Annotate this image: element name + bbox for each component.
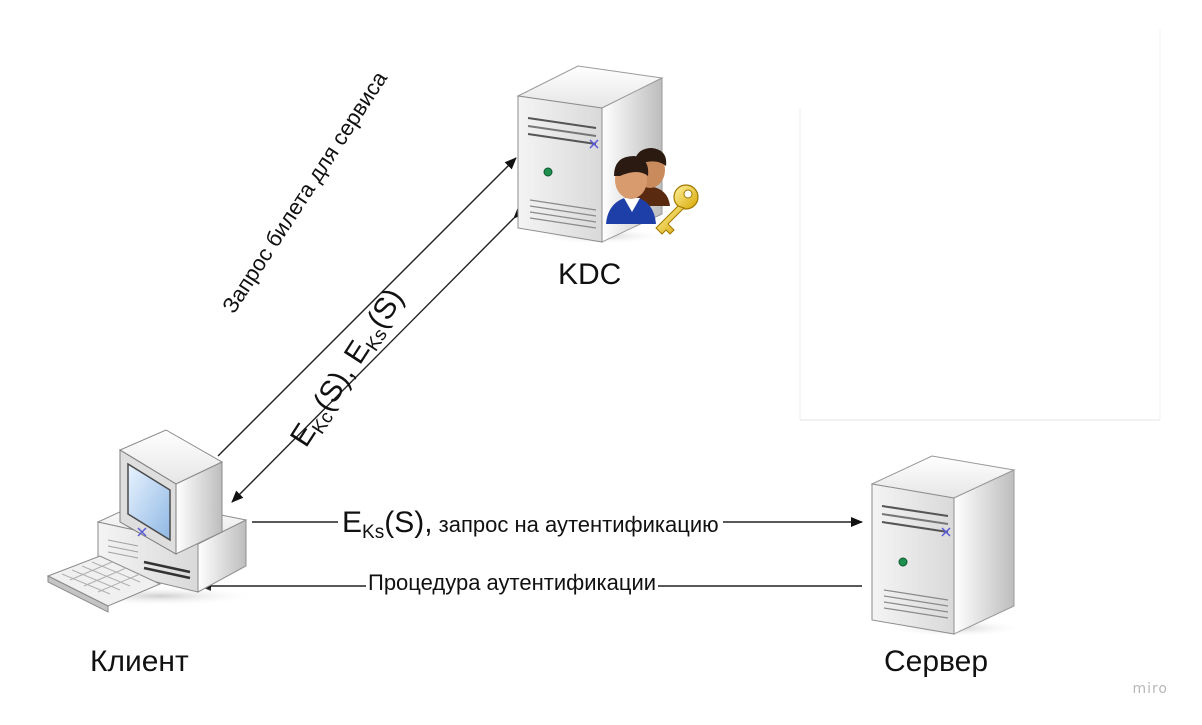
- service-request-label: EKs(S), запрос на аутентификацию: [338, 508, 723, 542]
- service-request-e: E: [342, 506, 363, 539]
- kdc-label: KDC: [558, 258, 622, 291]
- service-request-text: запрос на аутентификацию: [432, 512, 719, 537]
- server-tower-icon: [870, 455, 1025, 637]
- server-label: Сервер: [884, 645, 989, 678]
- arrow-ticket-reply: [231, 206, 526, 503]
- client-computer-icon: [46, 429, 260, 613]
- service-request-e-arg: (S),: [384, 506, 433, 539]
- background-frame: [799, 30, 1161, 421]
- auth-procedure-label: Процедура аутентификации: [366, 570, 659, 595]
- watermark: miro: [1132, 681, 1168, 697]
- users-key-icon: [606, 148, 699, 235]
- service-request-e-sub: Ks: [362, 522, 385, 543]
- client-label: Клиент: [90, 645, 189, 678]
